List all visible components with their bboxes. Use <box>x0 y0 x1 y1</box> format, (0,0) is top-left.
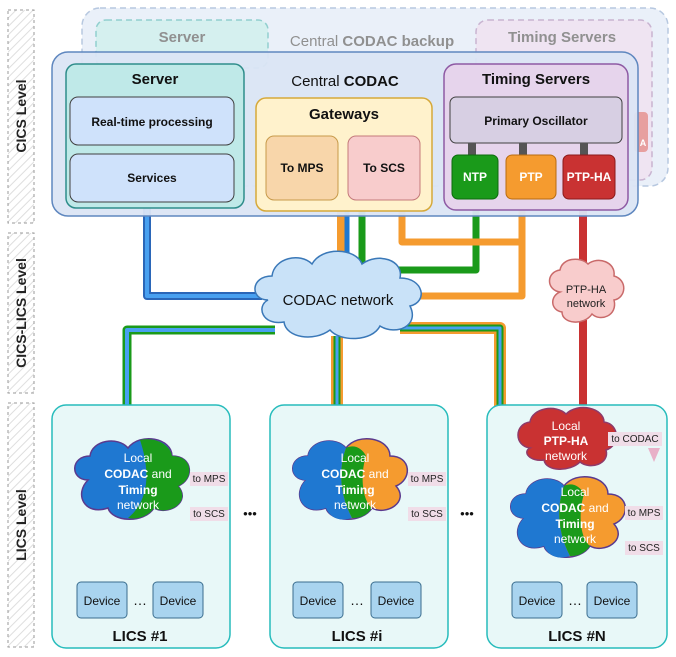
central-codac-title: Central CODAC <box>291 73 399 90</box>
gateways-box: Gateways To MPS To SCS <box>255 97 433 212</box>
server-title: Server <box>132 71 179 88</box>
lics-1-device-2 <box>152 581 204 619</box>
lics-n-cloud-local: Local <box>561 485 590 499</box>
lics-i-cloud-local: Local <box>341 451 370 465</box>
lics-i-name: LICS #i <box>332 628 383 645</box>
codac-network-cloud: CODAC network <box>254 250 422 340</box>
lics-1-cloud-codac: CODAC and <box>104 467 171 481</box>
lics-n-to-scs: to SCS <box>628 543 660 554</box>
lics-1-to-mps-tag <box>190 472 228 486</box>
gateway-to-mps: To MPS <box>280 161 323 175</box>
lics-1-cloud-local: Local <box>124 451 153 465</box>
ellipsis-between-2: ••• <box>460 506 474 521</box>
lics-i-device-1-label: Device <box>300 594 337 608</box>
primary-oscillator-label: Primary Oscillator <box>484 114 588 128</box>
lics-1-device-1 <box>76 581 128 619</box>
services-label: Services <box>127 171 177 185</box>
lics-1-device-1-label: Device <box>84 594 121 608</box>
ptpha-network-cloud: PTP-HA network <box>548 258 625 323</box>
lics-i-cloud-network: network <box>334 498 377 512</box>
lics-i: to MPS to SCS Local CODAC and Timing net… <box>269 404 449 649</box>
timing-servers-box: Timing Servers Primary Oscillator NTP PT… <box>443 63 629 211</box>
lics-i-to-mps: to MPS <box>411 474 444 485</box>
lics-i-cloud-timing: Timing <box>335 483 374 497</box>
ptpha-network-line1: PTP-HA <box>566 284 607 296</box>
lics-n-device-2-label: Device <box>594 594 631 608</box>
lics-i-device-1 <box>292 581 344 619</box>
lics-1-cloud-network: network <box>117 498 160 512</box>
level-bar-cics: CICS Level <box>7 9 35 224</box>
local-ptpha-bold: PTP-HA <box>544 434 589 448</box>
lics-1-cloud-timing: Timing <box>118 483 157 497</box>
lics-1: to MPS to SCS Local CODAC and Timing net… <box>51 404 231 649</box>
ptpha-label: PTP-HA <box>567 170 612 184</box>
server-box: Server Real-time processing Services <box>65 63 245 209</box>
lics-i-device-2-label: Device <box>378 594 415 608</box>
level-label-cics: CICS Level <box>13 79 29 152</box>
ptpha-network-line2: network <box>567 298 606 310</box>
lics-1-device-ellipsis: … <box>133 592 147 608</box>
lics-n-device-2 <box>586 581 638 619</box>
lics-n-to-mps: to MPS <box>628 508 661 519</box>
ntp-label: NTP <box>463 170 487 184</box>
backup-title: Central CODAC backup <box>290 33 454 50</box>
lics-1-name: LICS #1 <box>112 628 167 645</box>
timing-servers-title: Timing Servers <box>482 71 590 88</box>
backup-timing-label: Timing Servers <box>508 29 616 46</box>
lics-i-cloud-codac: CODAC and <box>321 467 388 481</box>
lics-n-device-1 <box>511 581 563 619</box>
codac-network-label: CODAC network <box>283 292 394 309</box>
backup-server-label: Server <box>159 29 206 46</box>
lics-1-to-mps: to MPS <box>193 474 226 485</box>
local-ptpha-local: Local <box>552 419 581 433</box>
gateways-title: Gateways <box>309 106 379 123</box>
level-bar-cics-lics: CICS-LICS Level <box>7 232 35 394</box>
lics-1-to-scs: to SCS <box>193 509 225 520</box>
level-bar-lics: LICS Level <box>7 402 35 648</box>
lics-i-device-2 <box>370 581 422 619</box>
lics-1-to-scs-tag <box>190 507 228 521</box>
lics-n-device-1-label: Device <box>519 594 556 608</box>
lics-i-to-scs: to SCS <box>411 509 443 520</box>
backup-partial-letter: A <box>640 138 647 148</box>
lics-1-device-2-label: Device <box>160 594 197 608</box>
gateway-to-scs: To SCS <box>363 161 405 175</box>
down-arrow-icon <box>648 448 660 462</box>
lics-n-cloud-codac: CODAC and <box>541 501 608 515</box>
lics-n-device-ellipsis: … <box>568 592 582 608</box>
lics-n-name: LICS #N <box>548 628 606 645</box>
lics-n-cloud-timing: Timing <box>555 517 594 531</box>
level-label-lics: LICS Level <box>13 489 29 561</box>
lics-n: Local PTP-HA network to CODAC Local CODA… <box>486 404 668 649</box>
central-codac: Central CODAC Server Real-time processin… <box>51 51 639 217</box>
local-ptpha-network: network <box>545 449 588 463</box>
lics-n-to-codac: to CODAC <box>611 434 658 445</box>
realtime-processing-label: Real-time processing <box>91 115 212 129</box>
ellipsis-between-1: ••• <box>243 506 257 521</box>
lics-n-cloud-network: network <box>554 532 597 546</box>
ptp-label: PTP <box>519 170 542 184</box>
lics-i-device-ellipsis: … <box>350 592 364 608</box>
level-label-cics-lics: CICS-LICS Level <box>13 258 29 368</box>
